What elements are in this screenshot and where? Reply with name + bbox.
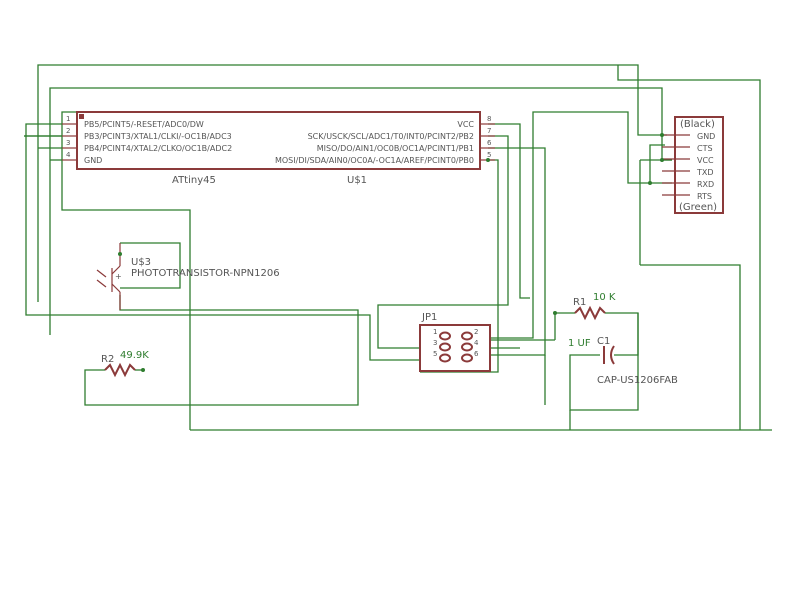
u1-pin-num-5: 5 — [487, 151, 491, 159]
resistor-r1: R1 10 K — [573, 292, 616, 321]
c1-name: C1 — [597, 336, 610, 347]
u1-pin-num-1: 1 — [66, 115, 70, 123]
u1-pin-num-2: 2 — [66, 127, 70, 135]
u3-value: PHOTOTRANSISTOR-NPN1206 — [131, 268, 280, 279]
u1-name: U$1 — [347, 175, 367, 186]
u1-pin-label-1: PB5/PCINT5/-RESET/ADC0/DW — [84, 120, 204, 129]
u1-value: ATtiny45 — [172, 175, 216, 186]
c1-package: CAP-US1206FAB — [597, 375, 678, 386]
ic-attiny45: 1 2 3 4 PB5/PCINT5/-RESET/ADC0/DW PB3/PC… — [62, 111, 495, 186]
capacitor-c1: C1 1 UF CAP-US1206FAB — [568, 336, 678, 386]
jp1-pin-6: 6 — [474, 350, 479, 358]
pin1-marker — [79, 114, 84, 119]
ftdi-pin-cts: CTS — [697, 144, 713, 153]
r1-value: 10 K — [593, 292, 616, 303]
resistor-r2: R2 49.9K — [101, 350, 149, 378]
u1-pin-label-3: PB4/PCINT4/XTAL2/CLKO/OC1B/ADC2 — [84, 144, 232, 153]
jp1-body — [419, 324, 491, 372]
ftdi-top-label: (Black) — [680, 119, 715, 130]
u1-pin-num-7: 7 — [487, 127, 491, 135]
r1-name: R1 — [573, 297, 586, 308]
u1-pin-label-8: VCC — [457, 120, 474, 129]
u1-pin-label-7: SCK/USCK/SCL/ADC1/T0/INT0/PCINT2/PB2 — [308, 132, 474, 141]
u3-plus-mark: + — [115, 272, 122, 281]
u1-pin-num-6: 6 — [487, 139, 492, 147]
u1-pin-label-5: MOSI/DI/SDA/AIN0/OC0A/-OC1A/AREF/PCINT0/… — [275, 156, 474, 165]
r2-value: 49.9K — [120, 350, 149, 361]
u1-pin-num-3: 3 — [66, 139, 70, 147]
u1-pin-label-2: PB3/PCINT3/XTAL1/CLKI/-OC1B/ADC3 — [84, 132, 232, 141]
jp1-pin-1: 1 — [433, 328, 437, 336]
ftdi-pin-rxd: RXD — [697, 180, 714, 189]
ftdi-body — [674, 116, 724, 214]
ftdi-bottom-label: (Green) — [679, 202, 717, 213]
ftdi-pin-rts: RTS — [697, 192, 712, 201]
ftdi-pin-gnd: GND — [697, 132, 715, 141]
junctions — [118, 133, 664, 372]
ftdi-header: (Black) GND CTS VCC TXD RXD RTS (Green) — [662, 116, 724, 214]
jumper-jp1: JP1 1 3 5 2 4 6 — [419, 312, 491, 372]
ftdi-pin-txd: TXD — [696, 168, 714, 177]
u1-pin-label-4: GND — [84, 156, 102, 165]
r2-name: R2 — [101, 354, 114, 365]
jp1-name: JP1 — [421, 312, 437, 323]
jp1-pin-3: 3 — [433, 339, 437, 347]
c1-value: 1 UF — [568, 338, 591, 349]
jp1-pin-2: 2 — [474, 328, 478, 336]
ftdi-pin-vcc: VCC — [697, 156, 714, 165]
u1-pin-label-6: MISO/DO/AIN1/OC0B/OC1A/PCINT1/PB1 — [317, 144, 474, 153]
ic-body — [76, 111, 481, 170]
u1-pin-num-4: 4 — [66, 151, 71, 159]
jp1-pin-4: 4 — [474, 339, 479, 347]
phototransistor: U$3 PHOTOTRANSISTOR-NPN1206 + — [96, 243, 280, 310]
jp1-pin-5: 5 — [433, 350, 437, 358]
u1-pin-num-8: 8 — [487, 115, 491, 123]
u3-name: U$3 — [131, 257, 151, 268]
wires — [24, 64, 772, 431]
